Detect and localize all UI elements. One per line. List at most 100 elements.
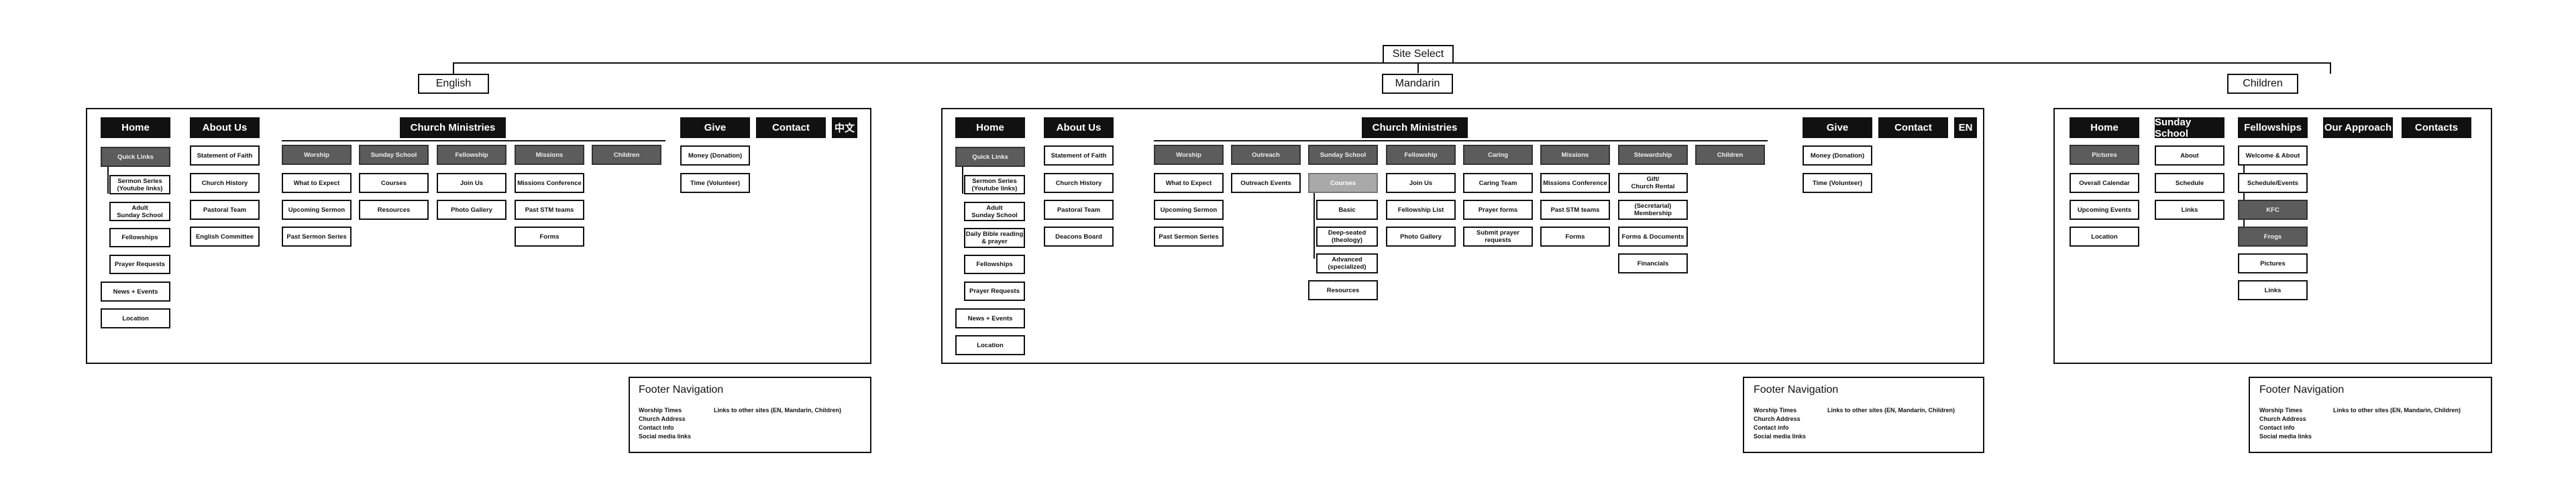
home-item[interactable]: Daily Bible reading & prayer [964, 228, 1025, 248]
ministry-item[interactable]: Fellowship List [1386, 200, 1456, 220]
ministry-stewardship[interactable]: Stewardship [1618, 145, 1688, 165]
nav-church-ministries[interactable]: Church Ministries [1362, 117, 1468, 138]
nav-home[interactable]: Home [101, 117, 170, 138]
give-item[interactable]: Money (Donation) [1803, 145, 1872, 166]
ministry-item[interactable]: Deep-seated (theology) [1316, 227, 1378, 247]
ministry-missions[interactable]: Missions [515, 145, 584, 165]
site-children-node[interactable]: Children [2227, 74, 2298, 94]
give-item[interactable]: Time (Volunteer) [1803, 173, 1872, 193]
home-item-quick-links[interactable]: Quick Links [101, 147, 170, 167]
ministry-item[interactable]: Resources [1308, 280, 1378, 300]
about-item[interactable]: Pastoral Team [190, 200, 260, 220]
ministry-sunday-school[interactable]: Sunday School [1308, 145, 1378, 165]
nav-language-toggle[interactable]: 中文 [832, 117, 857, 138]
ministry-item[interactable]: Basic [1316, 200, 1378, 220]
about-item[interactable]: English Committee [190, 227, 260, 247]
ministry-item-courses[interactable]: Courses [1308, 173, 1378, 193]
fellowship-item[interactable]: Links [2238, 280, 2308, 300]
home-item[interactable]: Prayer Requests [964, 282, 1025, 301]
home-item[interactable]: Location [101, 308, 170, 328]
ministry-item[interactable]: What to Expect [1154, 173, 1224, 193]
nav-our-approach[interactable]: Our Approach [2323, 117, 2393, 138]
ministry-fellowship[interactable]: Fellowship [1386, 145, 1456, 165]
ministry-item[interactable]: Gift/ Church Rental [1618, 173, 1688, 193]
about-item[interactable]: Deacons Board [1044, 227, 1114, 247]
home-item[interactable]: Sermon Series (Youtube links) [109, 175, 170, 194]
site-mandarin-node[interactable]: Mandarin [1382, 74, 1453, 94]
ministry-item[interactable]: Forms [1540, 227, 1610, 247]
nav-contact[interactable]: Contact [1878, 117, 1948, 138]
ministry-item[interactable]: Join Us [437, 173, 506, 193]
home-item[interactable]: Location [2070, 227, 2139, 247]
ministry-item[interactable]: What to Expect [282, 173, 352, 193]
ministry-item[interactable]: Submit prayer requests [1463, 227, 1533, 247]
ministry-item[interactable]: Forms & Documents [1618, 227, 1688, 247]
ministry-item[interactable]: Missions Conference [515, 173, 584, 193]
nav-contact[interactable]: Contact [756, 117, 826, 138]
ministry-item[interactable]: Photo Gallery [1386, 227, 1456, 247]
ministry-children[interactable]: Children [1695, 145, 1765, 165]
ministry-worship[interactable]: Worship [282, 145, 352, 165]
ministry-item[interactable]: Photo Gallery [437, 200, 506, 220]
ministry-item[interactable]: Upcoming Sermon [1154, 200, 1224, 220]
nav-give[interactable]: Give [680, 117, 750, 138]
ministry-item[interactable]: Financials [1618, 253, 1688, 273]
ministry-item[interactable]: Advanced (specialized) [1316, 253, 1378, 273]
home-item[interactable]: Overall Calendar [2070, 173, 2139, 193]
ministry-item[interactable]: Prayer forms [1463, 200, 1533, 220]
ministry-item[interactable]: Past STM teams [515, 200, 584, 220]
nav-about-us[interactable]: About Us [190, 117, 260, 138]
fellowship-item[interactable]: Welcome & About [2238, 145, 2308, 166]
give-item[interactable]: Time (Volunteer) [680, 173, 750, 193]
ministry-item[interactable]: Past STM teams [1540, 200, 1610, 220]
home-item[interactable]: News + Events [955, 308, 1025, 328]
ministry-item[interactable]: (Secretarial) Membership [1618, 200, 1688, 220]
ministry-item[interactable]: Caring Team [1463, 173, 1533, 193]
fellowship-item-frogs[interactable]: Frogs [2238, 227, 2308, 247]
nav-language-toggle[interactable]: EN [1954, 117, 1977, 138]
nav-sunday-school[interactable]: Sunday School [2155, 117, 2224, 139]
ministry-item[interactable]: Upcoming Sermon [282, 200, 352, 220]
fellowship-item-kfc[interactable]: KFC [2238, 200, 2308, 220]
home-item[interactable]: Sermon Series (Youtube links) [964, 175, 1025, 194]
ministry-missions[interactable]: Missions [1540, 145, 1610, 165]
sunday-school-item[interactable]: About [2155, 145, 2224, 166]
nav-home[interactable]: Home [2070, 117, 2139, 138]
ministry-sunday-school[interactable]: Sunday School [359, 145, 429, 165]
ministry-fellowship[interactable]: Fellowship [437, 145, 506, 165]
nav-home[interactable]: Home [955, 117, 1025, 138]
about-item[interactable]: Church History [190, 173, 260, 193]
about-item[interactable]: Pastoral Team [1044, 200, 1114, 220]
home-item-pictures[interactable]: Pictures [2070, 145, 2139, 165]
site-english-node[interactable]: English [418, 74, 489, 94]
home-item[interactable]: Prayer Requests [109, 255, 170, 274]
ministry-children[interactable]: Children [592, 145, 661, 165]
home-item-quick-links[interactable]: Quick Links [955, 147, 1025, 167]
about-item[interactable]: Church History [1044, 173, 1114, 193]
ministry-item[interactable]: Forms [515, 227, 584, 247]
nav-give[interactable]: Give [1803, 117, 1872, 138]
home-item[interactable]: Location [955, 335, 1025, 355]
home-item[interactable]: Fellowships [964, 255, 1025, 274]
ministry-item[interactable]: Resources [359, 200, 429, 220]
nav-church-ministries[interactable]: Church Ministries [400, 117, 506, 138]
ministry-item[interactable]: Past Sermon Series [282, 227, 352, 247]
about-item[interactable]: Statement of Faith [190, 145, 260, 166]
nav-contacts[interactable]: Contacts [2402, 117, 2471, 138]
sunday-school-item[interactable]: Links [2155, 200, 2224, 220]
home-item[interactable]: Fellowships [109, 228, 170, 247]
fellowship-item[interactable]: Pictures [2238, 253, 2308, 273]
nav-about-us[interactable]: About Us [1044, 117, 1114, 138]
fellowship-item[interactable]: Schedule/Events [2238, 173, 2308, 193]
home-item[interactable]: Adult Sunday School [109, 202, 170, 221]
ministry-item[interactable]: Past Sermon Series [1154, 227, 1224, 247]
home-item[interactable]: Adult Sunday School [964, 202, 1025, 221]
site-select-node[interactable]: Site Select [1383, 45, 1454, 64]
give-item[interactable]: Money (Donation) [680, 145, 750, 166]
ministry-caring[interactable]: Caring [1463, 145, 1533, 165]
ministry-item[interactable]: Missions Conference [1540, 173, 1610, 193]
ministry-item[interactable]: Join Us [1386, 173, 1456, 193]
ministry-item[interactable]: Courses [359, 173, 429, 193]
home-item[interactable]: Upcoming Events [2070, 200, 2139, 220]
ministry-item[interactable]: Outreach Events [1231, 173, 1301, 193]
